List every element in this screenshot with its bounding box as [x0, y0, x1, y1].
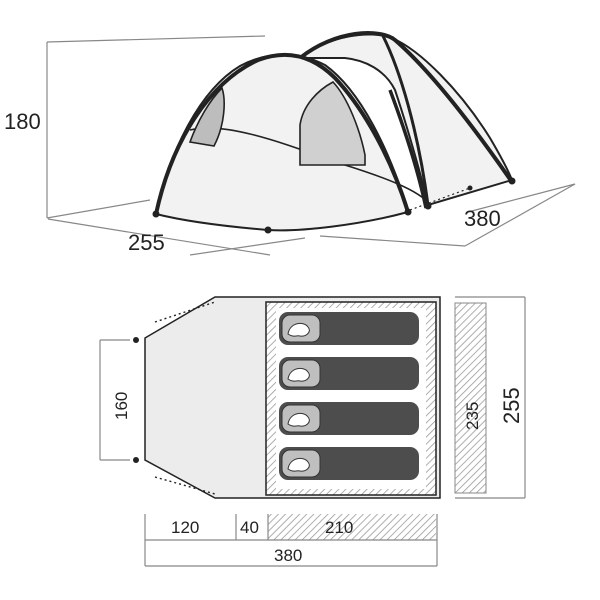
- total-length-label: 380: [274, 546, 302, 565]
- height-label: 180: [4, 109, 41, 134]
- width-dimension-lines: [47, 218, 306, 256]
- length-dimension-lines: [319, 183, 576, 247]
- width-label: 255: [128, 230, 165, 255]
- front-pole: [154, 52, 410, 215]
- sleeping-bag: [279, 312, 419, 345]
- vestibule-length-label: 120: [171, 518, 199, 537]
- floor-plan: 160 235 255 120 40 210 380: [99, 296, 526, 567]
- vestibule-dashes: [154, 301, 216, 495]
- sleeper-head-icon: [287, 412, 310, 427]
- tent-pegs: [152, 177, 516, 234]
- height-dimension-lines: [46, 35, 266, 219]
- floor-pegs: [133, 337, 139, 463]
- sleeper-head-icon: [287, 367, 310, 382]
- outer-width-label: 255: [499, 387, 524, 424]
- inner-width-bar: [454, 302, 487, 494]
- sleeper-head-icon: [287, 457, 310, 472]
- length-label: 380: [464, 206, 501, 231]
- side-window: [188, 86, 225, 147]
- sleeping-bag: [279, 447, 419, 480]
- tent-3d-view: 180 255 380: [4, 31, 576, 256]
- rear-pole: [298, 31, 514, 184]
- inner-length-label: 210: [325, 518, 353, 537]
- sleeping-bag: [279, 357, 419, 390]
- sleeping-bag: [279, 402, 419, 435]
- front-window: [299, 81, 366, 166]
- sleeping-bags: [279, 312, 419, 480]
- gap-length-label: 40: [240, 518, 259, 537]
- length-dimensions: 120 40 210 380: [144, 514, 438, 567]
- depth-dimension: [99, 339, 130, 461]
- sleeper-head-icon: [287, 322, 310, 337]
- inner-width-label: 235: [463, 402, 482, 430]
- outer-width-dimension: [455, 296, 526, 499]
- depth-label: 160: [112, 392, 131, 420]
